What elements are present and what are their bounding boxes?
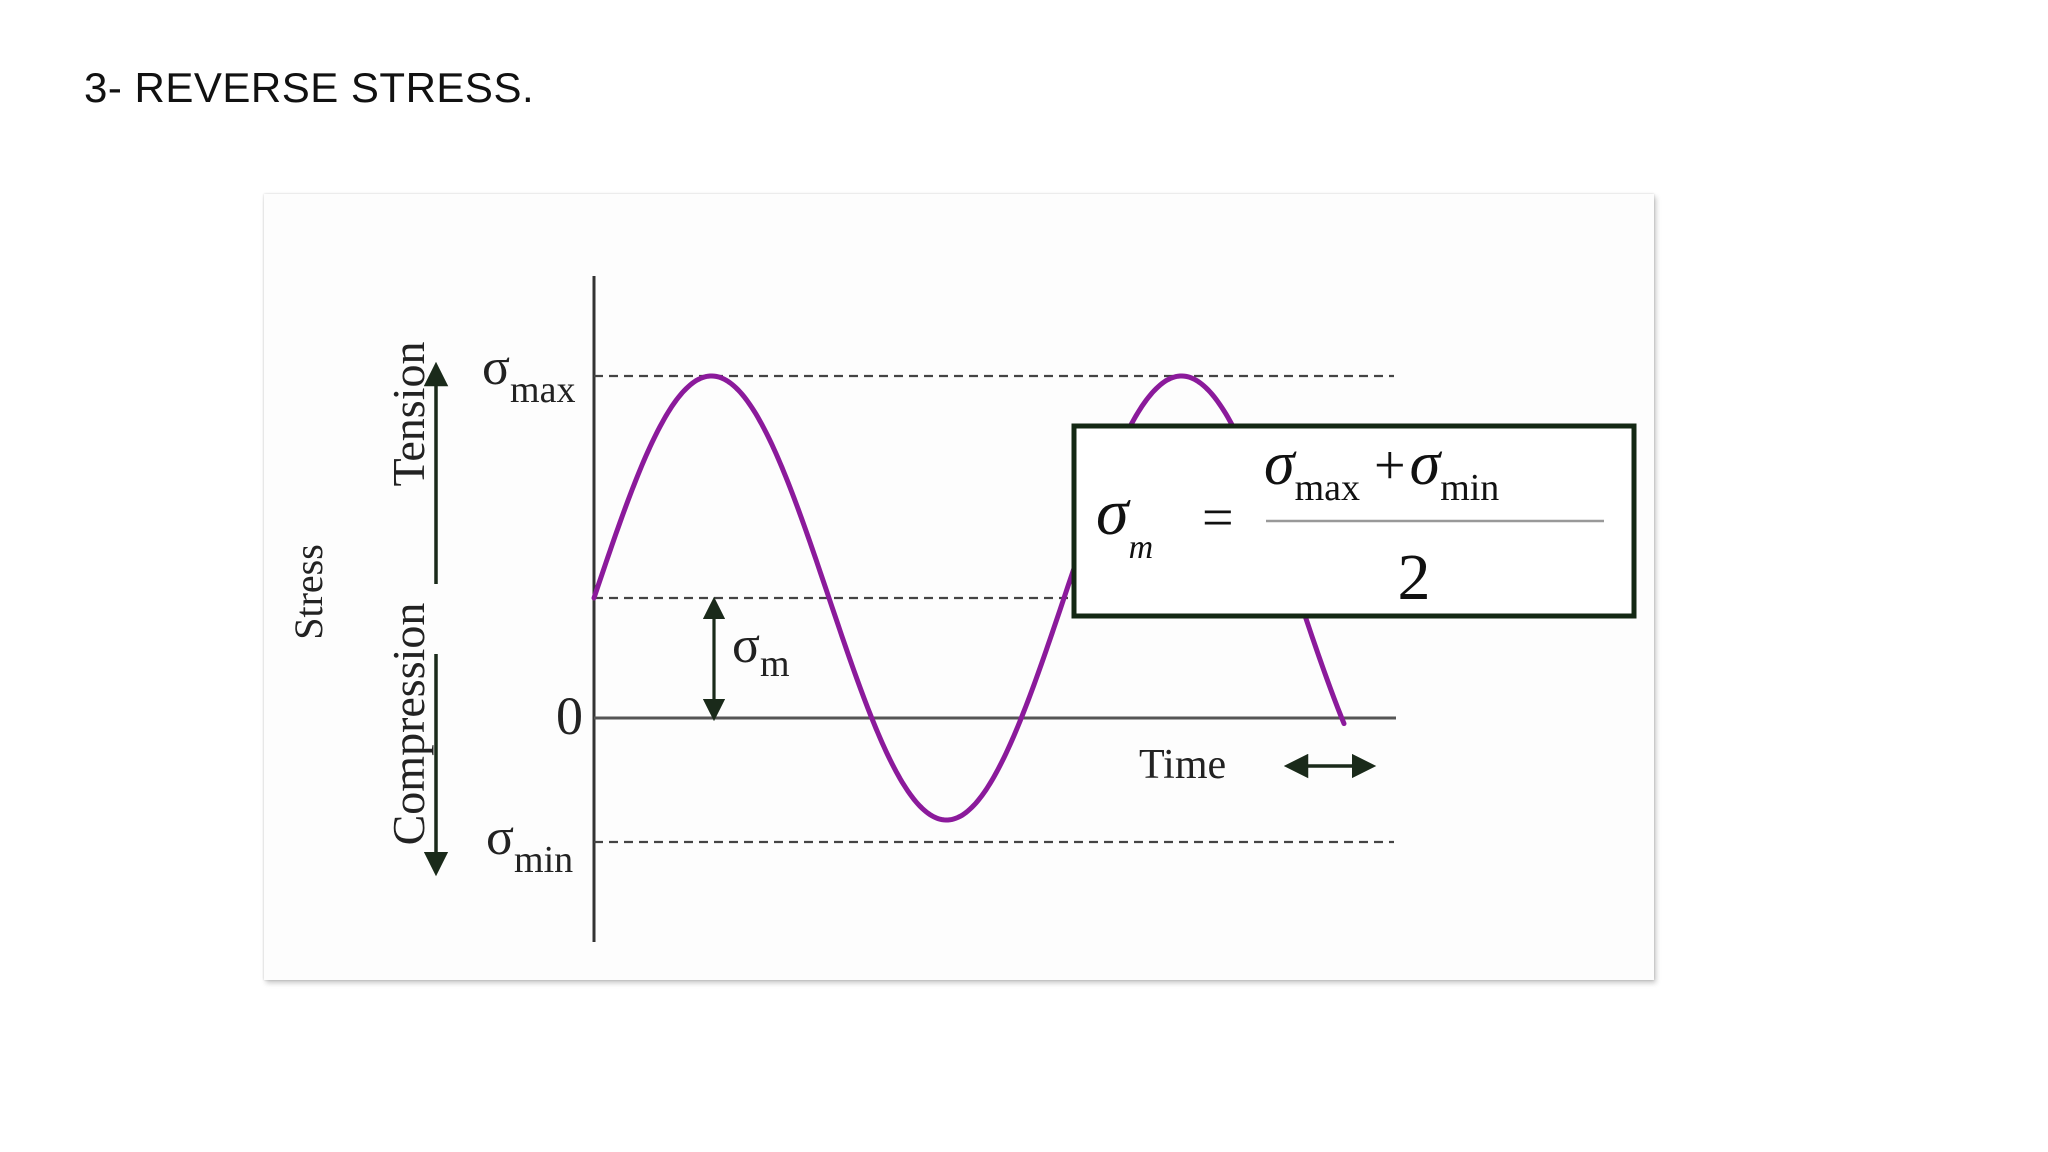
tension-label: Tension xyxy=(383,342,434,487)
mean-stress-formula-box: σm = σmax+σmin 2 xyxy=(1071,423,1637,619)
formula-numerator: σmax+σmin xyxy=(1264,430,1499,509)
stress-diagram-figure: Stress Tension Compression σmax σmin 0 xyxy=(264,194,1654,980)
formula-lhs: σm xyxy=(1096,476,1153,566)
sigma-mean-label: σm xyxy=(732,617,790,685)
compression-label: Compression xyxy=(383,603,434,846)
zero-label: 0 xyxy=(556,686,583,746)
formula-denominator: 2 xyxy=(1398,541,1431,614)
stress-diagram-svg: Stress Tension Compression σmax σmin 0 xyxy=(286,276,1637,942)
sigma-min-label: σmin xyxy=(486,809,573,881)
sigma-max-label: σmax xyxy=(482,339,575,411)
slide-title: 3- REVERSE STRESS. xyxy=(84,64,535,111)
reverse-stress-wave xyxy=(591,373,1347,823)
stress-axis-label: Stress xyxy=(286,544,331,640)
time-label: Time xyxy=(1139,742,1226,788)
formula-equals: = xyxy=(1202,487,1234,549)
